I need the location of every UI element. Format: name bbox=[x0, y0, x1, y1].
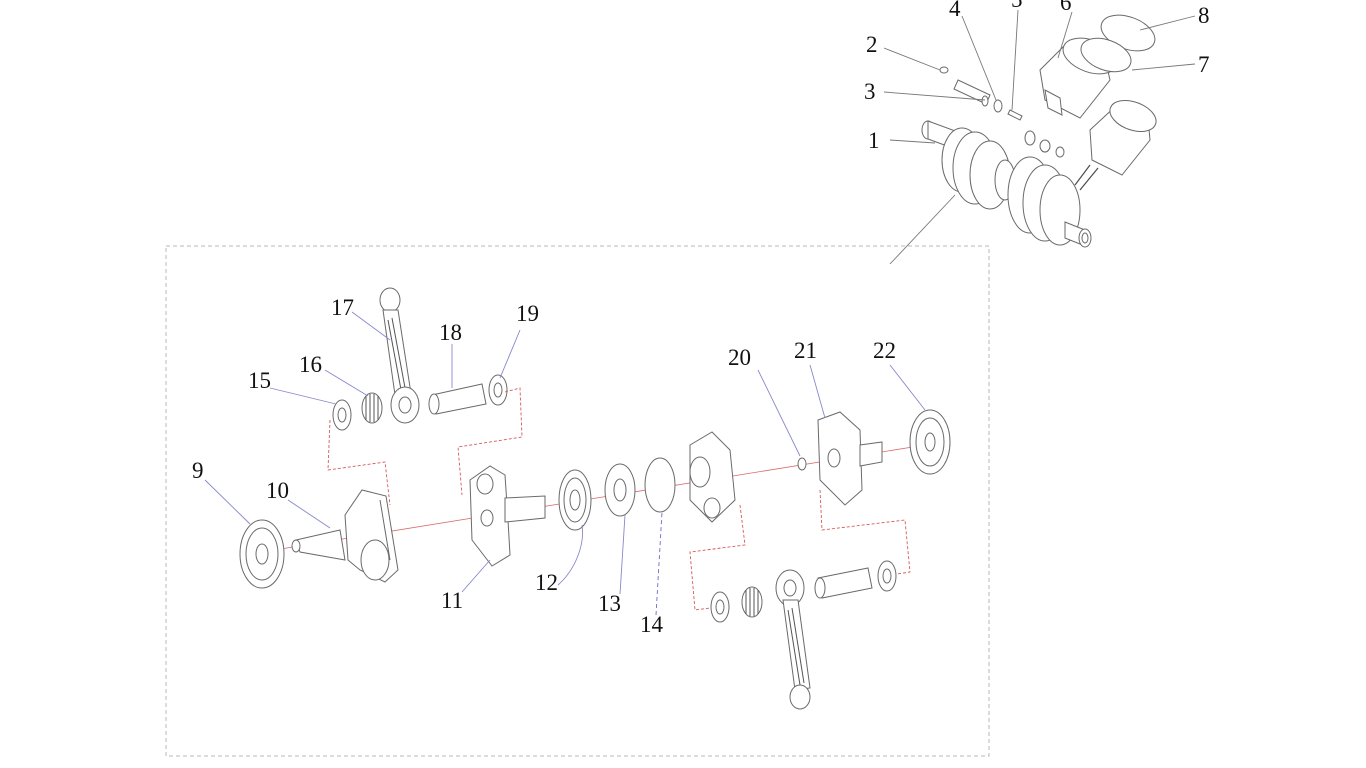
callout-14: 14 bbox=[640, 612, 664, 637]
bracket-upper-right bbox=[457, 387, 523, 496]
leader-11 bbox=[461, 559, 491, 593]
callout-22: 22 bbox=[873, 338, 896, 363]
bracket-lower-left bbox=[689, 504, 746, 611]
connecting-rod-lower bbox=[775, 569, 811, 710]
leader-9 bbox=[204, 479, 251, 525]
bearing-right bbox=[909, 409, 951, 475]
crank-half-right bbox=[817, 411, 883, 506]
callout-15: 15 bbox=[248, 368, 271, 393]
leader-21 bbox=[809, 364, 826, 419]
leader-8 bbox=[1139, 15, 1196, 31]
callout-21: 21 bbox=[794, 338, 817, 363]
callout-9: 9 bbox=[192, 458, 204, 483]
bracket-lower-right bbox=[819, 489, 911, 575]
crank-half-left bbox=[291, 489, 399, 583]
needle-bearing-upper bbox=[361, 392, 383, 424]
leader-17 bbox=[351, 311, 391, 341]
oil-seal bbox=[604, 463, 636, 517]
callout-1: 1 bbox=[868, 128, 880, 153]
washer-upper-left bbox=[332, 399, 352, 431]
leader-22 bbox=[889, 364, 926, 411]
circlip-left bbox=[939, 66, 949, 74]
callout-3: 3 bbox=[864, 79, 876, 104]
detail-leader-line bbox=[889, 194, 956, 265]
callout-2: 2 bbox=[866, 32, 878, 57]
bearing-center bbox=[558, 469, 592, 531]
callout-4: 4 bbox=[949, 0, 961, 21]
connecting-rod-upper bbox=[379, 287, 420, 424]
washer-lower-left bbox=[710, 591, 730, 623]
callout-8: 8 bbox=[1198, 3, 1210, 28]
leader-1 bbox=[889, 139, 936, 144]
leader-14 bbox=[655, 511, 663, 616]
small-bearing-washer bbox=[993, 99, 1003, 113]
callout-7: 7 bbox=[1198, 52, 1210, 77]
crank-web-center bbox=[469, 465, 546, 567]
leader-16 bbox=[324, 369, 369, 397]
leader-4 bbox=[961, 15, 997, 101]
washer-upper-right bbox=[488, 374, 508, 406]
leader-12 bbox=[557, 524, 583, 586]
callout-20: 20 bbox=[728, 345, 751, 370]
crank-pin-lower bbox=[814, 567, 873, 599]
washer-lower-right bbox=[877, 560, 897, 592]
crank-pin-small bbox=[797, 457, 807, 471]
callout-12: 12 bbox=[535, 570, 558, 595]
piston-lower bbox=[1074, 99, 1157, 191]
piston-ring-second bbox=[1080, 37, 1132, 73]
leader-19 bbox=[499, 329, 521, 379]
callout-11: 11 bbox=[441, 588, 463, 613]
callout-6: 6 bbox=[1060, 0, 1072, 15]
leader-7 bbox=[1131, 63, 1196, 71]
callout-18: 18 bbox=[439, 320, 462, 345]
leader-5 bbox=[1011, 9, 1019, 111]
detail-frame bbox=[165, 245, 990, 757]
small-pin bbox=[1007, 109, 1023, 121]
needle-bearing-lower bbox=[741, 586, 763, 618]
callout-5: 5 bbox=[1011, 0, 1023, 12]
callout-13: 13 bbox=[598, 591, 621, 616]
callout-19: 19 bbox=[516, 301, 539, 326]
crank-web-right bbox=[689, 431, 736, 523]
leader-20 bbox=[757, 369, 801, 457]
crank-pin-upper bbox=[428, 383, 487, 415]
callout-16: 16 bbox=[299, 352, 322, 377]
callout-10: 10 bbox=[266, 478, 289, 503]
leader-10 bbox=[287, 499, 331, 529]
bearing-left bbox=[239, 519, 285, 589]
leader-13 bbox=[619, 514, 626, 595]
small-washer-inner bbox=[981, 95, 989, 107]
leader-2 bbox=[883, 47, 941, 71]
leader-6 bbox=[1057, 11, 1073, 59]
assembled-crankshaft-group bbox=[883, 9, 1196, 248]
crankshaft-assembly bbox=[921, 120, 1092, 248]
callout-17: 17 bbox=[331, 295, 354, 320]
leader-15 bbox=[269, 387, 337, 405]
leader-3 bbox=[883, 91, 986, 101]
snap-ring bbox=[644, 457, 676, 513]
bracket-upper-left bbox=[327, 419, 391, 506]
